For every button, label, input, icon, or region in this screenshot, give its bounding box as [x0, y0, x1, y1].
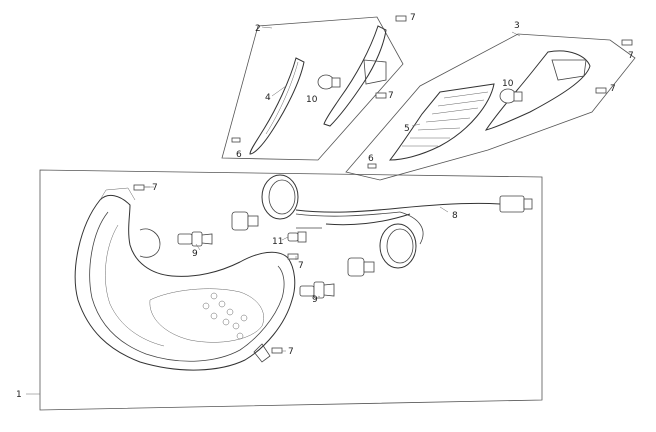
callout-7-group2-mid: 7 — [388, 91, 394, 101]
callout-5: 5 — [404, 124, 410, 134]
group-1-frame — [26, 169, 543, 411]
wiring-harness-8 — [295, 195, 533, 245]
callout-8: 8 — [452, 211, 458, 221]
leader-lines — [144, 85, 449, 352]
bulb-socket-lower — [347, 257, 375, 277]
screw-7-group3-top — [621, 39, 633, 46]
bulb-11 — [287, 231, 307, 243]
callout-6-group3: 6 — [368, 154, 374, 164]
callout-3: 3 — [514, 21, 520, 31]
indicator-housing-left — [323, 25, 387, 127]
screw-6-group2 — [231, 137, 241, 143]
indicator-lens-4 — [249, 57, 305, 155]
callout-7-group3-mid: 7 — [610, 84, 616, 94]
callout-9-lower: 9 — [312, 295, 318, 305]
callout-7-middle: 7 — [298, 261, 304, 271]
bulb-10-right — [499, 88, 523, 104]
callout-6-group2: 6 — [236, 150, 242, 160]
screw-7-group3-mid — [595, 87, 607, 94]
group-2-frame — [221, 16, 404, 161]
callout-10-left: 10 — [306, 95, 318, 105]
callout-11: 11 — [272, 237, 283, 247]
callout-2: 2 — [255, 24, 261, 34]
callout-1: 1 — [16, 390, 22, 400]
headlight-housing — [74, 187, 296, 371]
bulb-10-left — [317, 74, 341, 90]
cover-cap-upper — [261, 174, 299, 220]
bulb-9-lower — [299, 281, 335, 299]
screw-7-lower — [271, 347, 283, 354]
cover-cap-lower — [379, 223, 417, 269]
screw-7-middle — [287, 253, 299, 260]
bulb-9-upper — [177, 231, 213, 247]
callout-7-lower: 7 — [288, 347, 294, 357]
screw-6-group3 — [367, 163, 377, 169]
callout-9-upper: 9 — [192, 249, 198, 259]
callout-7-upper: 7 — [152, 183, 158, 193]
indicator-housing-right — [484, 50, 591, 131]
bulb-socket-upper — [231, 211, 259, 231]
screw-7-group2-top — [395, 15, 407, 22]
callout-10-right: 10 — [502, 79, 514, 89]
group-3-frame — [345, 31, 636, 181]
callout-7-group2-top: 7 — [410, 13, 416, 23]
screw-7-group2-mid — [375, 92, 387, 99]
indicator-lens-5 — [388, 83, 495, 161]
callout-4: 4 — [265, 93, 271, 103]
callout-7-group3-top: 7 — [628, 51, 634, 61]
screw-7-upper — [133, 184, 150, 191]
